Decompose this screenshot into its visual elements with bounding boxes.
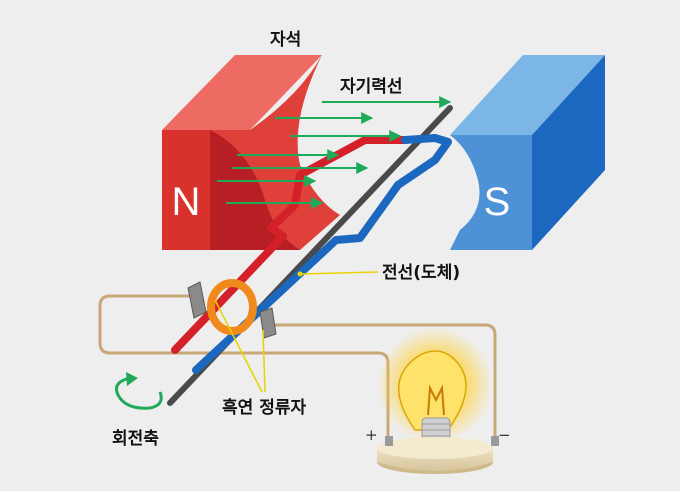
conductor-label: 전선(도체) [382, 263, 460, 283]
north-magnet: N [162, 55, 340, 250]
rotation-arrow-icon [115, 372, 163, 410]
south-magnet-top [450, 55, 605, 135]
leader-conductor [299, 271, 379, 275]
magnet-label: 자석 [270, 30, 301, 50]
north-magnet-front [162, 130, 210, 250]
leader-lines [214, 271, 379, 393]
plus-sign: + [365, 426, 378, 444]
light-bulb-icon [377, 327, 499, 474]
bulb-socket [421, 417, 451, 441]
bulb-filament [427, 384, 445, 416]
circuit-wire-right [268, 323, 497, 438]
south-magnet-face [450, 135, 532, 250]
north-magnet-shadow [210, 130, 300, 250]
north-pole-label: N [172, 180, 201, 224]
wire-blue [192, 134, 452, 374]
minus-sign: − [498, 426, 511, 444]
field-lines [217, 96, 452, 209]
commutator-label: 흑연 정류자 [222, 397, 306, 418]
south-pole-label: S [484, 180, 511, 224]
wire-red [171, 136, 409, 354]
leader-commutator-2 [262, 329, 266, 393]
south-magnet: S [450, 55, 605, 250]
rotation-axis-label: 회전축 [112, 429, 159, 449]
bulb-base-top [377, 437, 493, 459]
commutator-ring [207, 279, 257, 335]
terminal-minus [491, 436, 499, 446]
south-magnet-side [532, 55, 605, 250]
brush-left [187, 281, 207, 319]
north-magnet-top [162, 55, 322, 130]
conductor-coil [171, 134, 452, 374]
graphite-commutator [187, 279, 277, 339]
brush-right [259, 307, 277, 339]
terminal-plus [385, 436, 393, 446]
leader-dot [297, 271, 303, 277]
field-lines-label: 자기력선 [340, 77, 403, 97]
leader-commutator-1 [214, 299, 263, 393]
